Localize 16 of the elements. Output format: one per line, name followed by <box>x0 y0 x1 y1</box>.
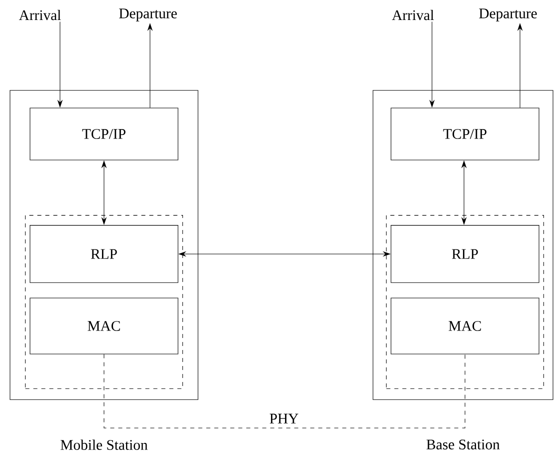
dashed-box <box>386 215 544 389</box>
endpoint-label: Arrival <box>18 10 61 20</box>
layer-box: RLP <box>390 225 540 283</box>
endpoint-label: Arrival <box>392 10 434 20</box>
layer-box: MAC <box>30 298 178 354</box>
connector <box>104 354 466 428</box>
layer-box: TCP/IP <box>390 108 540 160</box>
layer-box: RLP <box>30 225 178 283</box>
layer-box: TCP/IP <box>30 108 178 160</box>
edge-label: PHY <box>268 412 300 425</box>
dashed-box <box>25 215 183 389</box>
endpoint-label: Departure <box>479 8 537 22</box>
endpoint-label: Departure <box>119 8 177 22</box>
station-label: Mobile Station <box>60 440 148 450</box>
station-label: Base Station <box>426 440 500 450</box>
layer-box: MAC <box>390 298 540 354</box>
